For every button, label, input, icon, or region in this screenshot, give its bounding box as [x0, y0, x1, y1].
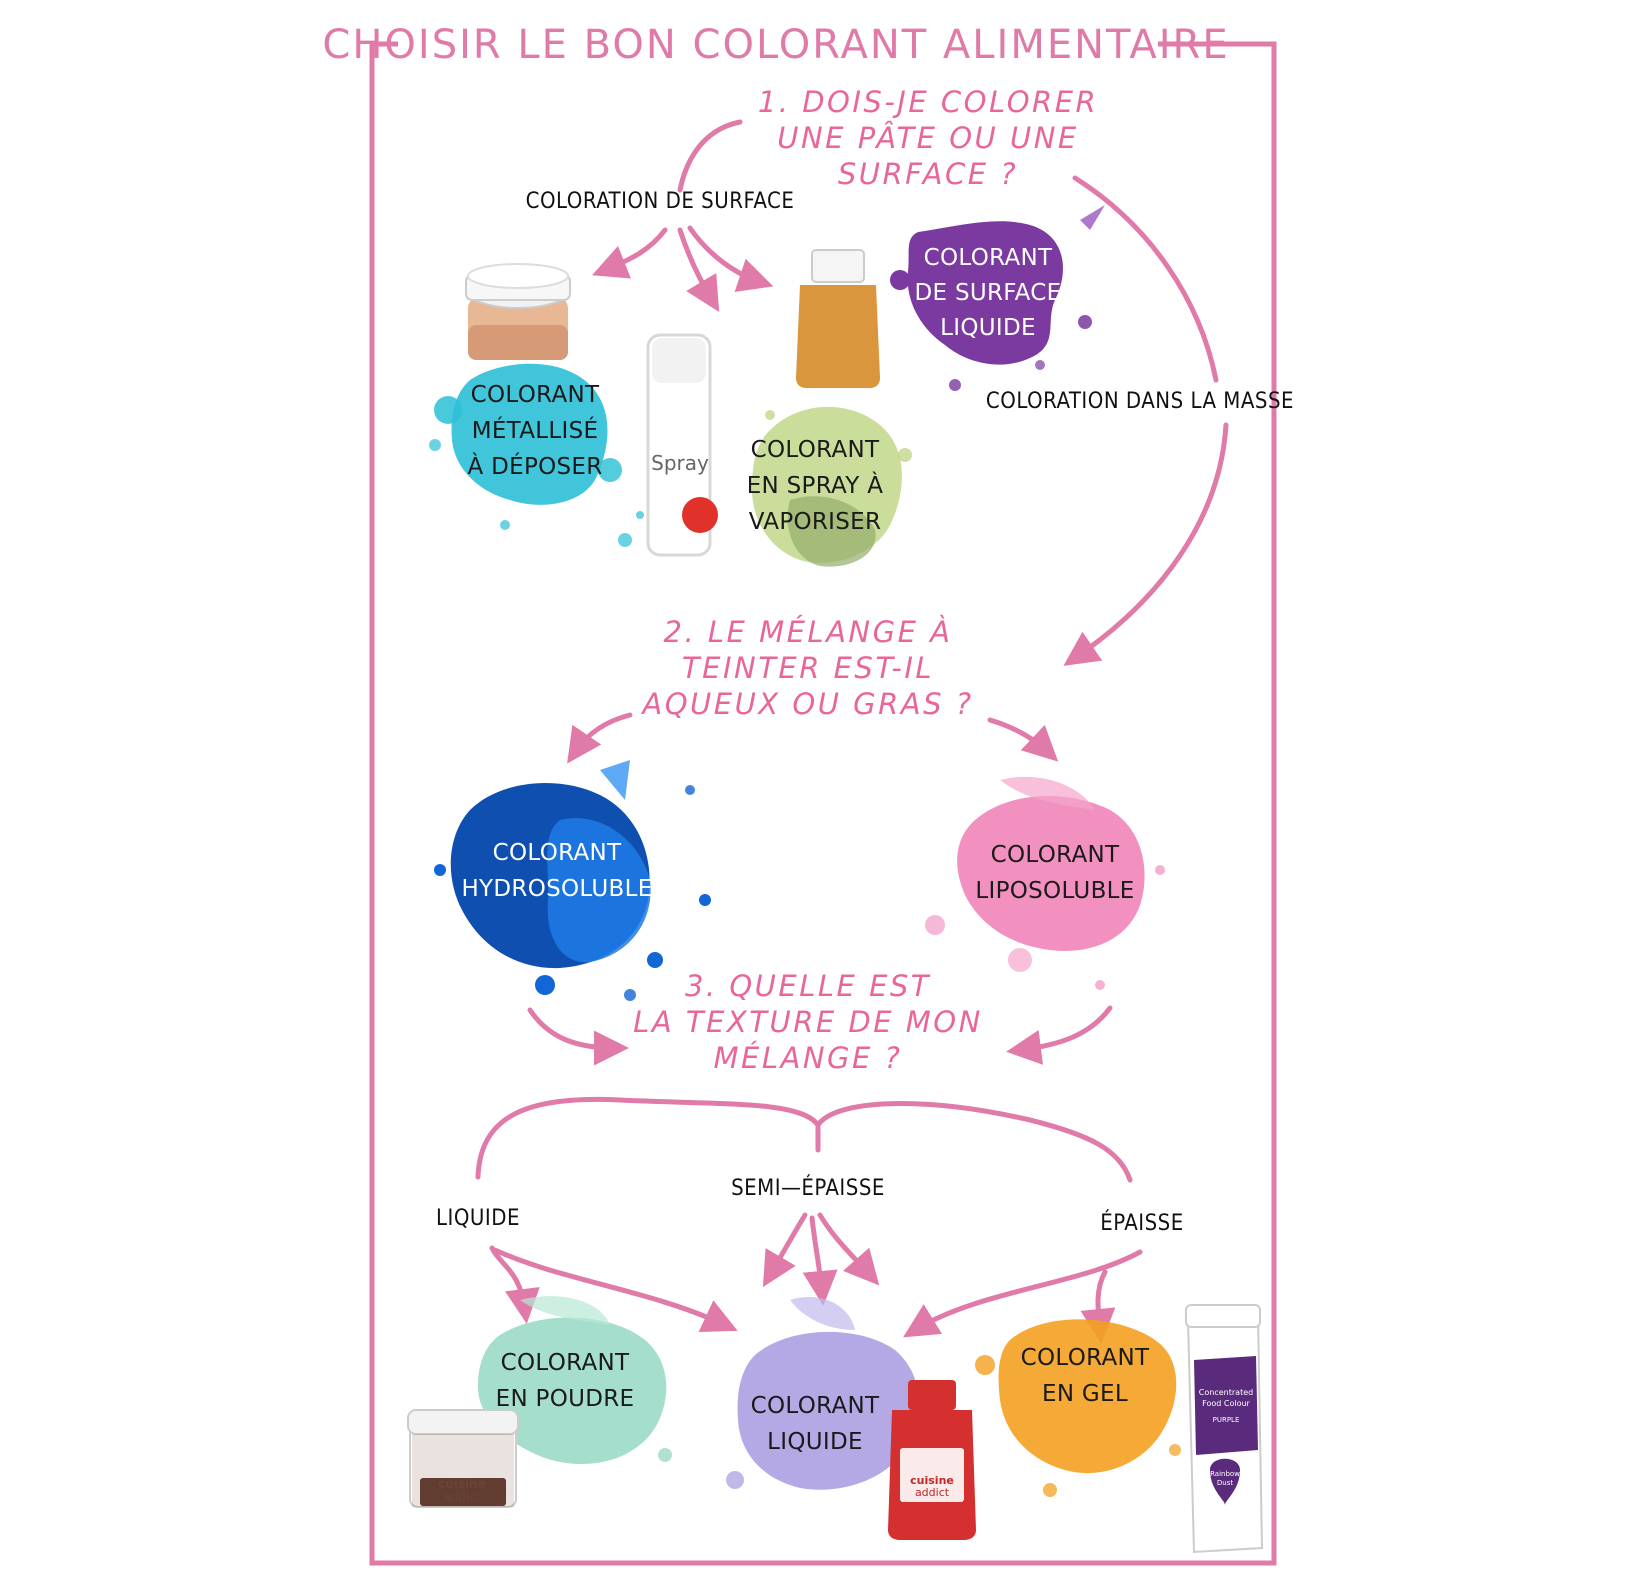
arrow-q1-to-masse: [1072, 175, 1219, 383]
question-2: 2. LE MÉLANGE À TEINTER EST-IL AQUEUX OU…: [640, 615, 973, 721]
arrow-liquide-to-liquid: [492, 1247, 738, 1332]
gel-tube-brand-line-2: Dust: [1217, 1479, 1233, 1487]
branch-label-epaisse: ÉPAISSE: [1100, 1210, 1184, 1236]
spray-label-line-3: VAPORISER: [749, 509, 882, 535]
lipo-label-line-1: COLORANT: [991, 842, 1120, 868]
hydro-label-line-1: COLORANT: [493, 840, 622, 866]
arrow-epaisse-to-liquid: [903, 1249, 1143, 1338]
surface-liquid-splash: [890, 205, 1105, 391]
arrow-semi-to-gel: [817, 1212, 880, 1286]
spray-can: Spray: [646, 333, 718, 557]
powder-jar: cuisine addict: [407, 1409, 519, 1508]
branch-label-liquide: LIQUIDE: [436, 1206, 520, 1231]
lipo-label-line-2: LIPOSOLUBLE: [975, 878, 1134, 904]
liquid-bottle-brand-line-2: addict: [915, 1486, 950, 1499]
question-3: 3. QUELLE EST LA TEXTURE DE MON MÉLANGE …: [633, 969, 983, 1075]
surface-liquid-label-line-1: COLORANT: [924, 245, 1053, 271]
metallic-label-line-3: À DÉPOSER: [467, 452, 602, 480]
gel-tube-label-line-1: Concentrated: [1199, 1388, 1253, 1397]
arrow-q2-to-lipo: [987, 717, 1059, 762]
spray-splash: [752, 406, 912, 567]
lipo-label: COLORANT LIPOSOLUBLE: [975, 842, 1134, 904]
spray-label-line-1: COLORANT: [751, 437, 880, 463]
gel-tube-brand-line-1: Rainbow: [1210, 1470, 1240, 1478]
question-3-line-1: 3. QUELLE EST: [685, 969, 931, 1003]
question-2-line-3: AQUEUX OU GRAS ?: [640, 687, 973, 721]
question-1-line-3: SURFACE ?: [838, 157, 1018, 191]
arrow-lipo-to-q3: [1006, 1005, 1113, 1065]
question-3-line-2: LA TEXTURE DE MON: [633, 1005, 983, 1039]
arrow-masse-to-q2: [1063, 422, 1229, 666]
gel-label: COLORANT EN GEL: [1021, 1345, 1150, 1407]
spray-label: COLORANT EN SPRAY À VAPORISER: [747, 437, 884, 535]
page-title: CHOISIR LE BON COLORANT ALIMENTAIRE: [322, 22, 1229, 68]
texture-brace: [475, 1096, 1133, 1183]
gel-label-line-1: COLORANT: [1021, 1345, 1150, 1371]
liquid-label-line-2: LIQUIDE: [767, 1429, 863, 1455]
arrow-surface-to-metallic: [592, 227, 668, 279]
metallic-splash: [429, 363, 644, 547]
lipo-splash: [925, 776, 1165, 990]
branch-label-surface: COLORATION DE SURFACE: [526, 189, 795, 214]
arrow-surface-to-liquid-surface: [687, 225, 774, 292]
liquid-bottle: cuisine addict: [888, 1380, 976, 1540]
powder-label-line-1: COLORANT: [501, 1350, 630, 1376]
surface-liquid-label-line-2: DE SURFACE: [914, 280, 1061, 306]
hydro-splash: [434, 760, 711, 1001]
metallic-label-line-2: MÉTALLISÉ: [472, 416, 599, 444]
question-1: 1. DOIS-JE COLORER UNE PÂTE OU UNE SURFA…: [758, 85, 1098, 191]
liquid-label-line-1: COLORANT: [751, 1393, 880, 1419]
gel-tube: Concentrated Food Colour PURPLE Rainbow …: [1185, 1304, 1264, 1554]
gel-tube-label-line-2: Food Colour: [1202, 1399, 1250, 1408]
branch-label-semi: SEMI—ÉPAISSE: [731, 1175, 885, 1201]
liquid-bottle-brand-line-1: cuisine: [910, 1474, 954, 1487]
arrow-surface-to-spray: [677, 227, 720, 313]
arrow-hydro-to-q3: [527, 1007, 629, 1066]
liquid-splash: [726, 1296, 926, 1501]
branch-label-masse: COLORATION DANS LA MASSE: [986, 389, 1294, 414]
gel-tube-color: PURPLE: [1213, 1416, 1240, 1424]
frame: [369, 41, 1277, 1566]
spray-label-line-2: EN SPRAY À: [747, 471, 884, 499]
arrow-semi-to-liquid: [802, 1215, 838, 1306]
gel-label-line-2: EN GEL: [1042, 1381, 1128, 1407]
powder-label: COLORANT EN POUDRE: [496, 1350, 635, 1412]
metallic-powder-jar: [465, 263, 571, 360]
hydro-label: COLORANT HYDROSOLUBLE: [461, 840, 652, 902]
question-3-line-3: MÉLANGE ?: [714, 1041, 903, 1075]
arrow-q1-to-surface: [677, 119, 743, 193]
arrow-semi-to-poudre: [762, 1212, 808, 1288]
question-1-line-1: 1. DOIS-JE COLORER: [758, 85, 1098, 119]
surface-liquid-label-line-3: LIQUIDE: [940, 315, 1036, 341]
powder-label-line-2: EN POUDRE: [496, 1386, 635, 1412]
question-2-line-1: 2. LE MÉLANGE À: [664, 615, 953, 649]
arrow-q2-to-hydro: [567, 712, 633, 764]
gel-splash: [975, 1319, 1181, 1497]
question-1-line-2: UNE PÂTE OU UNE: [777, 121, 1079, 155]
metallic-label: COLORANT MÉTALLISÉ À DÉPOSER: [467, 382, 602, 480]
surface-liquid-label: COLORANT DE SURFACE LIQUIDE: [914, 245, 1061, 341]
question-2-line-2: TEINTER EST-IL: [682, 651, 934, 685]
surface-liquid-bottle: [796, 249, 880, 388]
spray-can-label: Spray: [651, 451, 709, 475]
hydro-label-line-2: HYDROSOLUBLE: [461, 876, 652, 902]
liquid-label: COLORANT LIQUIDE: [751, 1393, 880, 1455]
metallic-label-line-1: COLORANT: [471, 382, 600, 408]
